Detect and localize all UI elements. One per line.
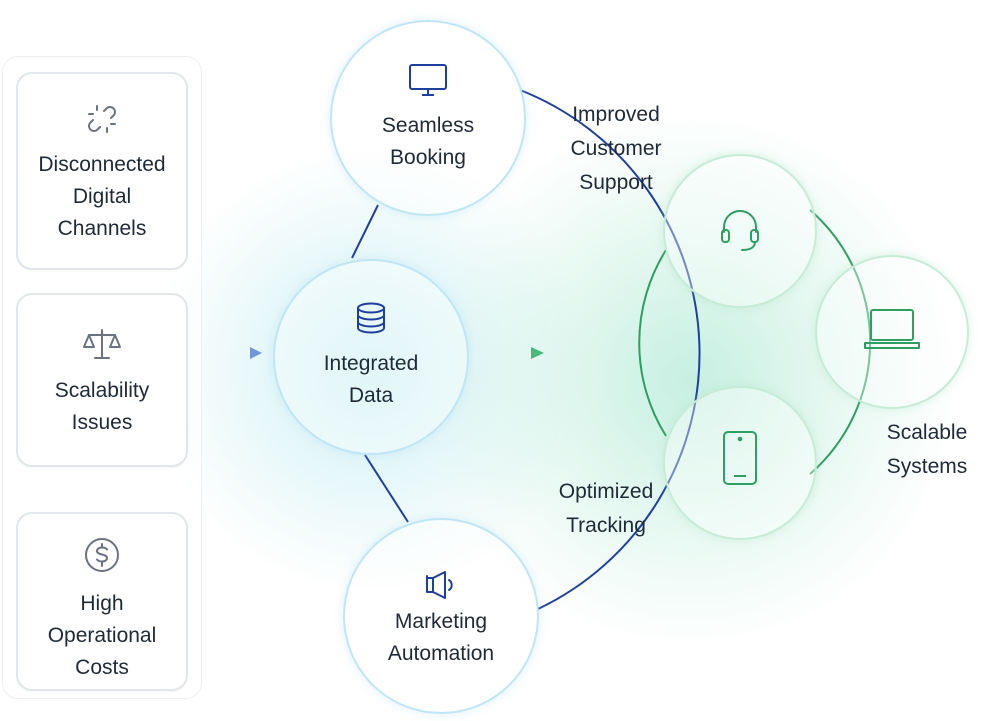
outcome-label-tracking: Optimized Tracking bbox=[558, 480, 654, 537]
monitor-icon bbox=[408, 62, 448, 103]
hub-to-outcomes-arrowhead bbox=[531, 347, 544, 359]
green-orbit-arc-left bbox=[638, 249, 667, 437]
problem-label: Disconnected Digital Channels bbox=[38, 153, 166, 240]
hub-integrated-data: Integrated Data bbox=[273, 259, 469, 455]
hub-to-marketing-line bbox=[364, 454, 409, 523]
database-icon bbox=[354, 301, 388, 340]
outcome-label-support: Improved Customer Support bbox=[570, 103, 662, 194]
outcome-optimized-tracking bbox=[663, 386, 817, 540]
outcome-label-scalable: Scalable Systems bbox=[886, 421, 968, 478]
blue-orbit-arc bbox=[519, 89, 701, 610]
megaphone-icon bbox=[423, 570, 459, 607]
dollar-coin-icon bbox=[83, 536, 121, 579]
outcome-scalable-systems bbox=[815, 255, 969, 409]
scale-icon bbox=[81, 327, 123, 366]
problem-card-scalability: Scalability Issues bbox=[16, 293, 188, 467]
spoke-label: Seamless Booking bbox=[381, 114, 475, 169]
hub-label: Integrated Data bbox=[323, 352, 419, 407]
broken-link-icon bbox=[85, 102, 119, 141]
laptop-icon bbox=[863, 307, 921, 356]
spoke-seamless-booking: Seamless Booking bbox=[330, 20, 526, 216]
spoke-marketing-automation: Marketing Automation bbox=[343, 518, 539, 714]
headset-icon bbox=[719, 208, 761, 259]
problem-card-disconnected-channels: Disconnected Digital Channels bbox=[16, 72, 188, 270]
problem-card-operational-costs: High Operational Costs bbox=[16, 512, 188, 691]
problem-label: High Operational Costs bbox=[47, 592, 157, 679]
problems-to-hub-arrowhead bbox=[250, 347, 262, 359]
smartphone-icon bbox=[722, 430, 758, 493]
outcome-customer-support bbox=[663, 154, 817, 308]
problem-label: Scalability Issues bbox=[54, 379, 150, 434]
hub-to-booking-line bbox=[351, 204, 379, 259]
spoke-label: Marketing Automation bbox=[387, 610, 495, 665]
